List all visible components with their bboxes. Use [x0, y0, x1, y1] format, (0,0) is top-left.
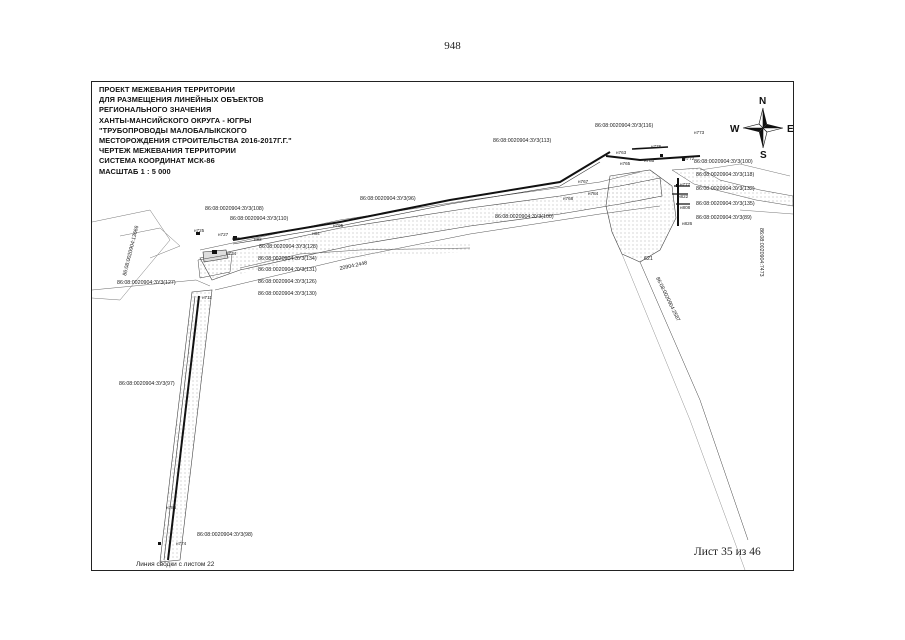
summary-line-label: Линия сводки с листом 22: [136, 561, 215, 568]
right-road-corridor: [671, 167, 793, 207]
label-zu113: 86:08:0020904:ЗУ3(113): [493, 138, 551, 144]
label-parcel-13666: 86:08:0020904:13666: [122, 225, 140, 277]
pipeline-east-branch: [605, 155, 701, 162]
point-label: н822: [678, 194, 689, 199]
parcel-621-area: [605, 169, 677, 263]
title-line: ДЛЯ РАЗМЕЩЕНИЯ ЛИНЕЙНЫХ ОБЪЕКТОВ: [99, 95, 264, 105]
point-label: н808: [680, 205, 691, 210]
point-label: н727: [218, 232, 229, 237]
title-line: МЕСТОРОЖДЕНИЯ СТРОИТЕЛЬСТВА 2016-2017Г.Г…: [99, 136, 292, 146]
junction-fill: [197, 253, 233, 279]
map-frame: [91, 81, 794, 571]
pipeline-north: [232, 151, 611, 241]
pipeline-south: [167, 295, 200, 561]
label-zu128: 86:08:0020904:ЗУ3(128): [259, 244, 318, 250]
sheet-current: 35: [721, 546, 733, 558]
point-label: н767: [578, 179, 589, 184]
point-label: н765: [620, 161, 631, 166]
title-block: ПРОЕКТ МЕЖЕВАНИЯ ТЕРРИТОРИИ ДЛЯ РАЗМЕЩЕН…: [99, 85, 369, 177]
point-label: н84: [312, 231, 320, 236]
parcel-7473-boundary: [699, 163, 793, 215]
title-line: ЧЕРТЕЖ МЕЖЕВАНИЯ ТЕРРИТОРИИ: [99, 146, 237, 156]
point-label: н763: [616, 150, 627, 155]
compass-south: S: [760, 150, 767, 161]
title-line: ПРОЕКТ МЕЖЕВАНИЯ ТЕРРИТОРИИ: [99, 85, 236, 94]
compass-west: W: [730, 124, 740, 135]
label-zu132: 86:08:0020904:ЗУ3(132): [696, 186, 755, 192]
parcel-2587-boundary: [639, 261, 749, 541]
pipeline-north-edge: [232, 161, 601, 245]
pipeline-east-upper: [631, 146, 669, 150]
label-zu118: 86:08:0020904:ЗУ3(118): [696, 172, 754, 178]
point-label: н82: [254, 237, 262, 242]
point-label: н773: [694, 130, 705, 135]
sheet-of: из: [735, 546, 747, 558]
label-parcel-2587: 86:08:0020904:2587: [654, 276, 681, 322]
branch-2448-dots: [240, 244, 470, 274]
pipeline-south-edge: [163, 295, 196, 561]
label-zu108: 86:08:0020904:ЗУ3(108): [205, 206, 264, 212]
label-zu127: 86:08:0020904:ЗУ3(127): [117, 280, 176, 286]
label-zu116: 86:08:0020904:ЗУ3(116): [595, 123, 653, 129]
label-zu100b: 86:08:0020904:ЗУ3(100): [694, 159, 753, 165]
label-zu97: 86:08:0020904:ЗУ3(97): [119, 381, 175, 387]
label-zu131: 86:08:0020904:ЗУ3(131): [258, 267, 317, 273]
label-zu96: 86:08:0020904:ЗУ3(96): [360, 196, 416, 202]
point-label: н784: [588, 191, 599, 196]
point-label: 621: [644, 256, 653, 262]
point-label: н725: [194, 228, 205, 233]
label-zu100a: 86:08:0020904:ЗУ3(100): [495, 214, 554, 220]
sheet-total: 46: [749, 546, 761, 558]
label-parcel-7473: 86:08:0020904:7473: [758, 228, 764, 277]
point-label: н826: [682, 221, 693, 226]
point-label: н768: [563, 196, 574, 201]
point-label: н734: [226, 251, 237, 256]
point-label: н785: [644, 158, 655, 163]
label-zu130: 86:08:0020904:ЗУ3(130): [258, 291, 317, 297]
label-zu89: 86:08:0020904:ЗУ3(89): [696, 215, 752, 221]
vertical-road-strip: [159, 289, 213, 563]
parcel-13666-inner: [119, 227, 181, 259]
title-line: РЕГИОНАЛЬНОГО ЗНАЧЕНИЯ: [99, 105, 212, 115]
label-zu126: 86:08:0020904:ЗУ3(126): [258, 279, 317, 285]
point-markers: [158, 154, 685, 545]
label-parcel-2448: 20904:2448: [339, 260, 368, 272]
point-label: н80: [232, 236, 240, 241]
parcel-2587-boundary-2: [621, 253, 746, 570]
compass-east: E: [787, 124, 794, 135]
label-zu134: 86:08:0020904:ЗУ3(134): [258, 256, 317, 262]
point-label: н786: [166, 505, 177, 510]
point-label: н772: [684, 156, 695, 161]
label-zu135: 86:08:0020904:ЗУ3(135): [696, 201, 755, 207]
label-zu110: 86:08:0020904:ЗУ3(110): [230, 216, 288, 222]
parcel-127-boundary: [92, 279, 211, 291]
compass-icon: N S W E: [730, 96, 794, 161]
point-label: н774: [176, 541, 187, 546]
point-label: н776: [651, 144, 662, 149]
title-line: "ТРУБОПРОВОДЫ МАЛОБАЛЫКСКОГО: [99, 125, 247, 135]
title-line: МАСШТАБ 1 : 5 000: [99, 166, 171, 176]
title-line: СИСТЕМА КООРДИНАТ МСК-86: [99, 156, 215, 166]
title-line: ХАНТЫ-МАНСИЙСКОГО ОКРУГА - ЮГРЫ: [99, 115, 252, 125]
compass-north: N: [759, 96, 766, 107]
sheet-prefix: Лист: [694, 546, 719, 558]
point-label: н795: [333, 223, 344, 228]
point-label: н711: [202, 295, 212, 300]
page-number: 948: [444, 40, 461, 52]
point-label: н777: [680, 182, 691, 187]
label-zu98: 86:08:0020904:ЗУ3(98): [197, 532, 253, 538]
